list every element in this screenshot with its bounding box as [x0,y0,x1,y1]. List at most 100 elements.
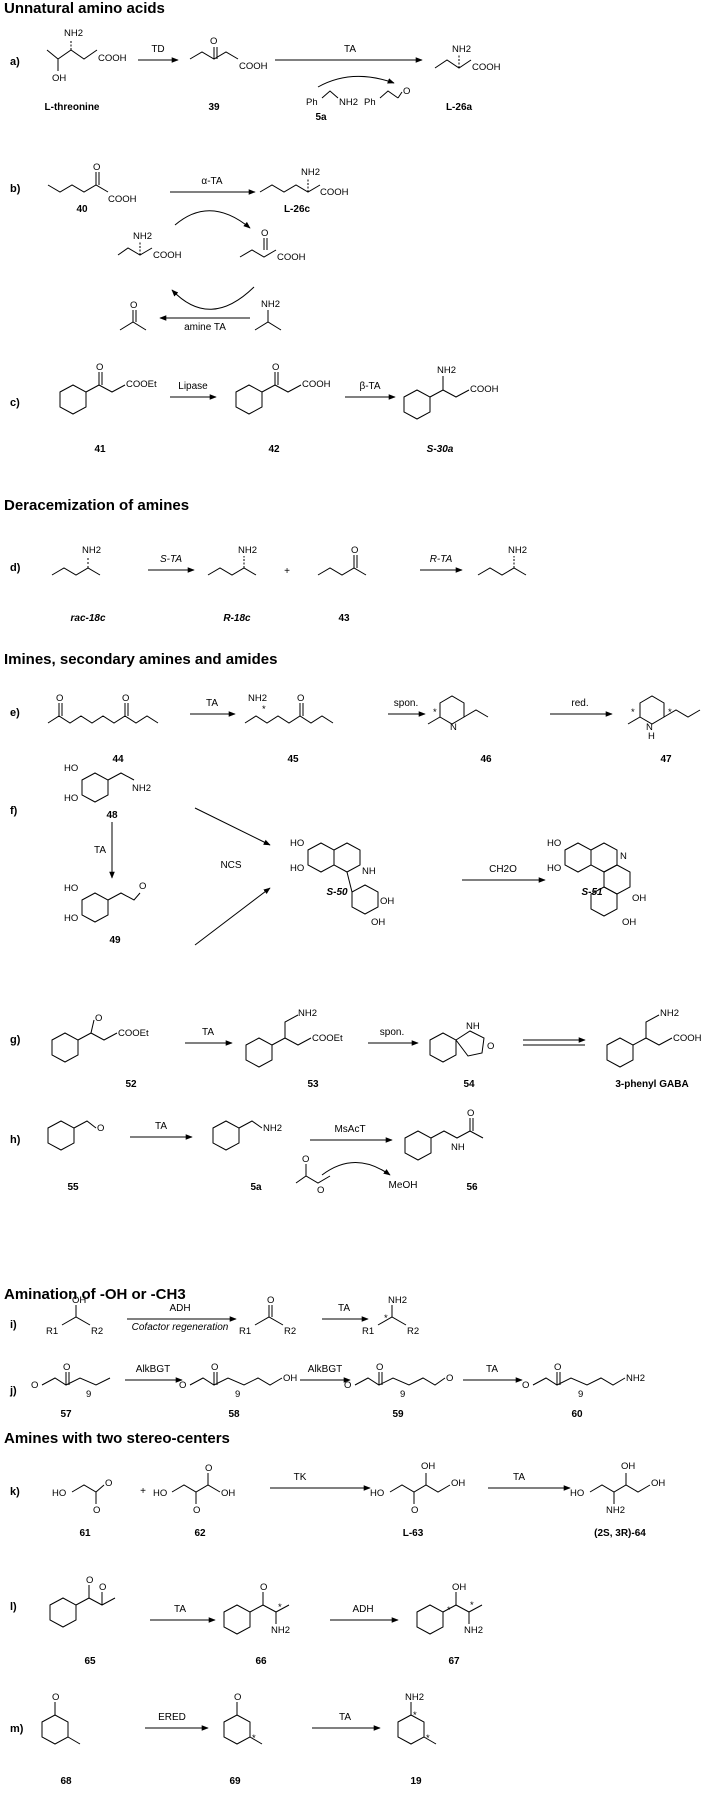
reagent-amine-ta: amine TA [184,322,226,333]
section-title-deracemization: Deracemization of amines [4,497,190,514]
atom-label: O [376,1362,384,1373]
structure-41 [59,372,126,415]
atom-label: O [52,1692,60,1703]
atom-label: COOEt [126,379,157,390]
structure-61 [71,1484,105,1504]
row-label-i: i) [10,1319,17,1331]
atom-label: OH [72,1295,87,1306]
atom-label: O [403,86,411,97]
atom-label: COOH [673,1033,702,1044]
atom-label: NH2 [437,365,457,376]
atom-label: NH2 [298,1008,318,1019]
atom-label: * [426,1733,430,1744]
structure-40 [47,172,109,193]
atom-label: HO [64,913,79,924]
atom-label: NH2 [452,44,472,55]
structure-66 [223,1592,290,1635]
compound-label-46: 46 [480,754,492,765]
structure-l-63 [389,1473,451,1504]
row-label-e: e) [10,707,20,719]
row-label-j: j) [10,1385,17,1397]
compound-label-62: 62 [194,1528,206,1539]
atom-label: O [211,1362,219,1373]
reagent-msact: MsAcT [334,1124,366,1135]
reagent-ncs: NCS [220,860,242,871]
structure-60 [532,1372,626,1386]
atom-label: NH2 [263,1123,283,1134]
reagent-ta-m: TA [338,1712,352,1723]
compound-label-r-18c: R-18c [223,613,251,624]
compound-label-58: 58 [228,1409,240,1420]
atom-label: R2 [407,1326,420,1337]
reagent-ta-a: TA [343,44,357,55]
arrow-49-to-s50 [194,887,271,946]
atom-label: HO [64,763,79,774]
atom-label: O [267,1295,275,1306]
atom-label: NH2 [271,1625,291,1636]
reagent-ta-j: TA [485,1364,499,1375]
reagent-cofactor-regeneration: Cofactor regeneration [131,1322,229,1333]
row-label-d: d) [10,562,21,574]
atom-label: O [193,1505,201,1516]
structure-47 [627,695,701,725]
atom-label: NH2 [388,1295,408,1306]
structure-2-oxobutanoate [239,238,277,258]
reagent-td: TD [151,44,165,55]
atom-label: O [297,693,305,704]
atom-label: NH2 [261,299,281,310]
reagent-s-ta: S-TA [159,554,183,565]
structure-rac-18c [51,556,101,576]
atom-label: HO [570,1488,585,1499]
compound-label-19: 19 [410,1776,422,1787]
row-label-a: a) [10,56,20,68]
structure-acetone [119,310,147,331]
structure-r-18c [207,556,257,576]
row-label-g: g) [10,1034,21,1046]
row-label-m: m) [10,1723,24,1735]
reagent-ta-e: TA [205,698,219,709]
atom-label: OH [52,73,67,84]
structure-2s3r-64 [589,1473,651,1504]
reagent-adh-l: ADH [352,1604,374,1615]
structure-62 [171,1473,221,1504]
atom-label: OH [380,896,395,907]
atom-label: * [278,1602,282,1613]
atom-label: 9 [578,1389,584,1400]
atom-label: OH [452,1582,467,1593]
atom-label: HO [290,838,305,849]
structure-l-26c [259,178,321,193]
structure-s-50 [307,842,379,915]
compound-label-47: 47 [660,754,672,765]
reagent-alkbgt-2: AlkBGT [307,1364,343,1375]
compound-label-54: 54 [463,1079,475,1090]
atom-label: O [205,1463,213,1474]
compound-label-41: 41 [94,444,106,455]
structure-55 [47,1120,97,1151]
atom-label: COOH [153,250,182,261]
atom-label: O [210,36,218,47]
section-title-two-stereocenters: Amines with two stereo-centers [4,1430,230,1447]
atom-label: Ph [306,97,318,108]
reagent-beta-ta: β-TA [359,381,381,392]
reagent-lipase: Lipase [178,381,208,392]
plus-sign-k: + [140,1486,146,1497]
atom-label: O [31,1380,39,1391]
atom-label: O [261,228,269,239]
atom-label: O [487,1041,495,1052]
compound-label-60: 60 [571,1409,583,1420]
compound-label-67: 67 [448,1656,460,1667]
atom-label: NH [451,1142,465,1153]
atom-label: OH [651,1478,666,1489]
structure-isopropylamine [254,310,282,331]
atom-label: NH2 [82,545,102,556]
section-title-unnatural-amino-acids: Unnatural amino acids [4,0,165,17]
atom-label: O [56,693,64,704]
compound-label-3-phenyl-gaba: 3-phenyl GABA [615,1079,689,1090]
atom-label: HO [547,838,562,849]
row-label-k: k) [10,1486,20,1498]
atom-label: O [105,1478,113,1489]
structure-53 [245,1014,312,1068]
atom-label: COOH [320,187,349,198]
atom-label: O [351,545,359,556]
atom-label: O [130,300,138,311]
